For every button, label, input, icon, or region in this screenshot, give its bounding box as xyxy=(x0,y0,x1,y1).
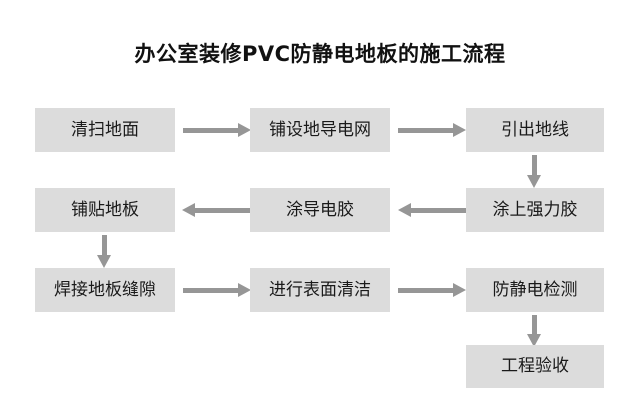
flow-node-lead-out-ground-wire[interactable]: 引出地线 xyxy=(466,108,604,152)
arrow-head-right-icon xyxy=(238,123,251,137)
flow-node-clean-floor[interactable]: 清扫地面 xyxy=(35,108,175,152)
arrow-head-left-icon xyxy=(398,203,411,217)
flow-edge-left-n5-n6 xyxy=(182,203,250,217)
arrow-head-down-icon xyxy=(97,255,111,268)
arrow-head-left-icon xyxy=(182,203,195,217)
flow-node-lay-flooring[interactable]: 铺贴地板 xyxy=(35,188,175,232)
arrow-head-down-icon xyxy=(527,334,541,347)
flow-node-surface-cleaning[interactable]: 进行表面清洁 xyxy=(250,268,390,312)
flow-edge-down-n3-n4 xyxy=(527,155,541,188)
flow-node-project-acceptance[interactable]: 工程验收 xyxy=(466,345,604,388)
flow-edge-down-n6-n7 xyxy=(97,235,111,268)
arrow-head-right-icon xyxy=(453,123,466,137)
arrow-head-right-icon xyxy=(453,283,466,297)
flow-node-weld-floor-seams[interactable]: 焊接地板缝隙 xyxy=(35,268,175,312)
flow-edge-right-n8-n9 xyxy=(398,283,466,297)
flow-node-antistatic-inspection[interactable]: 防静电检测 xyxy=(466,268,604,312)
flow-edge-right-n2-n3 xyxy=(398,123,466,137)
flow-node-apply-strong-glue[interactable]: 涂上强力胶 xyxy=(466,188,604,232)
flow-edge-right-n7-n8 xyxy=(183,283,251,297)
page-title: 办公室装修PVC防静电地板的施工流程 xyxy=(134,42,506,66)
arrow-head-down-icon xyxy=(527,175,541,188)
arrow-head-right-icon xyxy=(238,283,251,297)
flow-node-lay-conductive-grid[interactable]: 铺设地导电网 xyxy=(250,108,390,152)
flow-edge-left-n4-n5 xyxy=(398,203,466,217)
flow-node-apply-conductive-adhesive[interactable]: 涂导电胶 xyxy=(250,188,390,232)
flow-edge-down-n9-n10 xyxy=(527,315,541,347)
flow-edge-right-n1-n2 xyxy=(183,123,251,137)
